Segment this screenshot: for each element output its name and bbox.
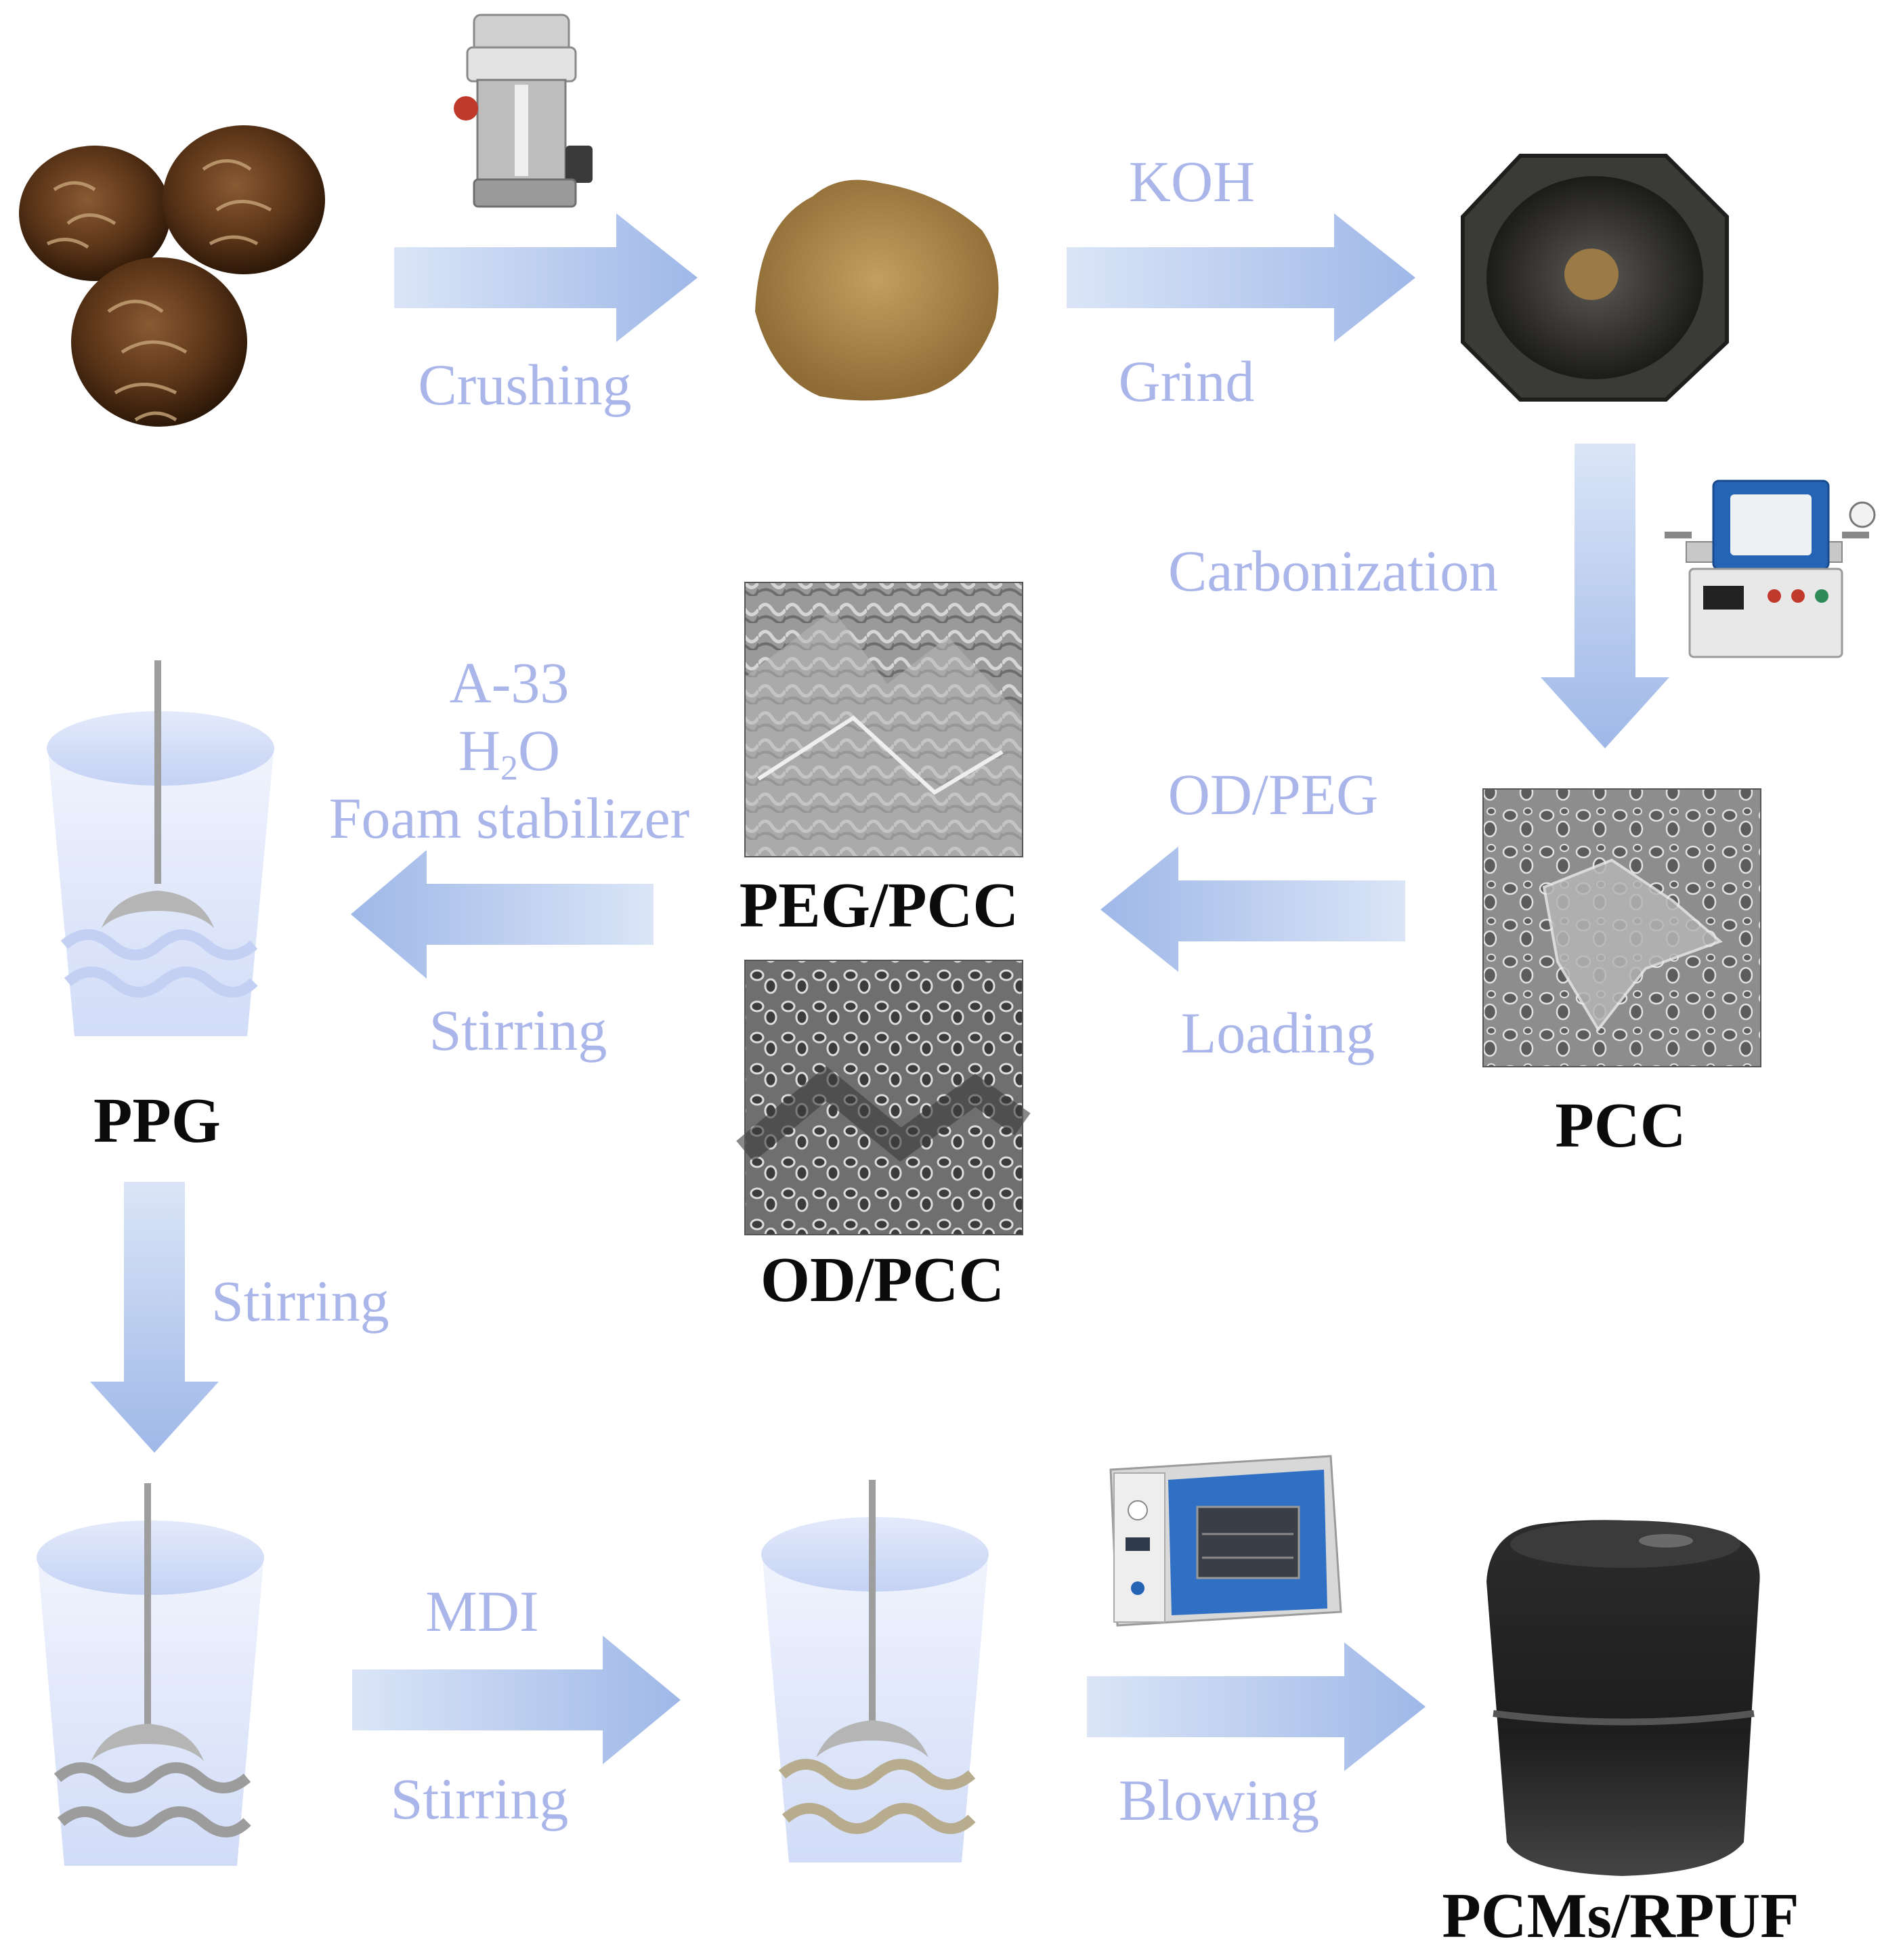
arrow-loading	[1100, 847, 1405, 972]
arrow-stirring-left	[90, 1182, 219, 1453]
sem-od-pcc-frame	[744, 960, 1023, 1235]
arrow-grind	[1067, 213, 1415, 342]
label-blowing: Blowing	[1118, 1768, 1320, 1833]
arrow-mdi	[352, 1636, 681, 1764]
pine-cones-image	[19, 125, 325, 427]
label-stirring-left: Stirring	[211, 1269, 389, 1334]
label-grind: Grind	[1118, 349, 1255, 414]
sem-peg-pcc-image	[745, 582, 1023, 857]
sem-peg-pcc-frame	[744, 582, 1023, 857]
pcms-rpuf-foam-image	[1486, 1520, 1760, 1876]
label-peg-pcc: PEG/PCC	[739, 870, 1019, 941]
mortar-image	[1461, 154, 1729, 402]
label-crushing: Crushing	[418, 352, 632, 417]
label-koh: KOH	[1128, 149, 1256, 214]
beaker-mixed-image	[761, 1480, 989, 1862]
label-stirring-bottom: Stirring	[390, 1766, 569, 1831]
label-a33: A-33	[449, 650, 570, 715]
label-h2o-h: H	[458, 718, 500, 783]
label-pcms-rpuf: PCMs/RPUF	[1442, 1881, 1799, 1951]
label-carbonization: Carbonization	[1168, 538, 1499, 603]
label-pcc: PCC	[1555, 1090, 1686, 1161]
label-od-pcc: OD/PCC	[760, 1245, 1005, 1315]
label-ppg: PPG	[93, 1086, 221, 1156]
label-h2o: H2O	[458, 721, 560, 786]
sem-od-pcc-image	[736, 960, 1031, 1235]
grinder-image	[454, 14, 593, 208]
arrow-carbonization	[1541, 444, 1669, 748]
label-stirring-top: Stirring	[429, 998, 607, 1063]
ppg-beaker-image	[47, 660, 274, 1036]
label-h2o-sub: 2	[500, 749, 518, 788]
label-od-peg: OD/PEG	[1168, 762, 1379, 827]
arrow-blowing	[1087, 1642, 1426, 1771]
sem-pcc-frame	[1482, 788, 1761, 1067]
label-loading: Loading	[1180, 1000, 1375, 1065]
sem-pcc-image	[1483, 789, 1761, 1067]
label-foam-stabilizer: Foam stabilizer	[328, 786, 690, 851]
label-mdi: MDI	[425, 1579, 539, 1644]
arrow-foaming-agents	[351, 850, 654, 979]
drying-oven-image	[1109, 1455, 1342, 1627]
tube-furnace-image	[1665, 480, 1876, 658]
arrow-crushing	[394, 213, 698, 342]
label-h2o-o: O	[518, 718, 561, 783]
beaker-left-bottom-image	[37, 1483, 264, 1866]
powder-image	[755, 179, 999, 401]
